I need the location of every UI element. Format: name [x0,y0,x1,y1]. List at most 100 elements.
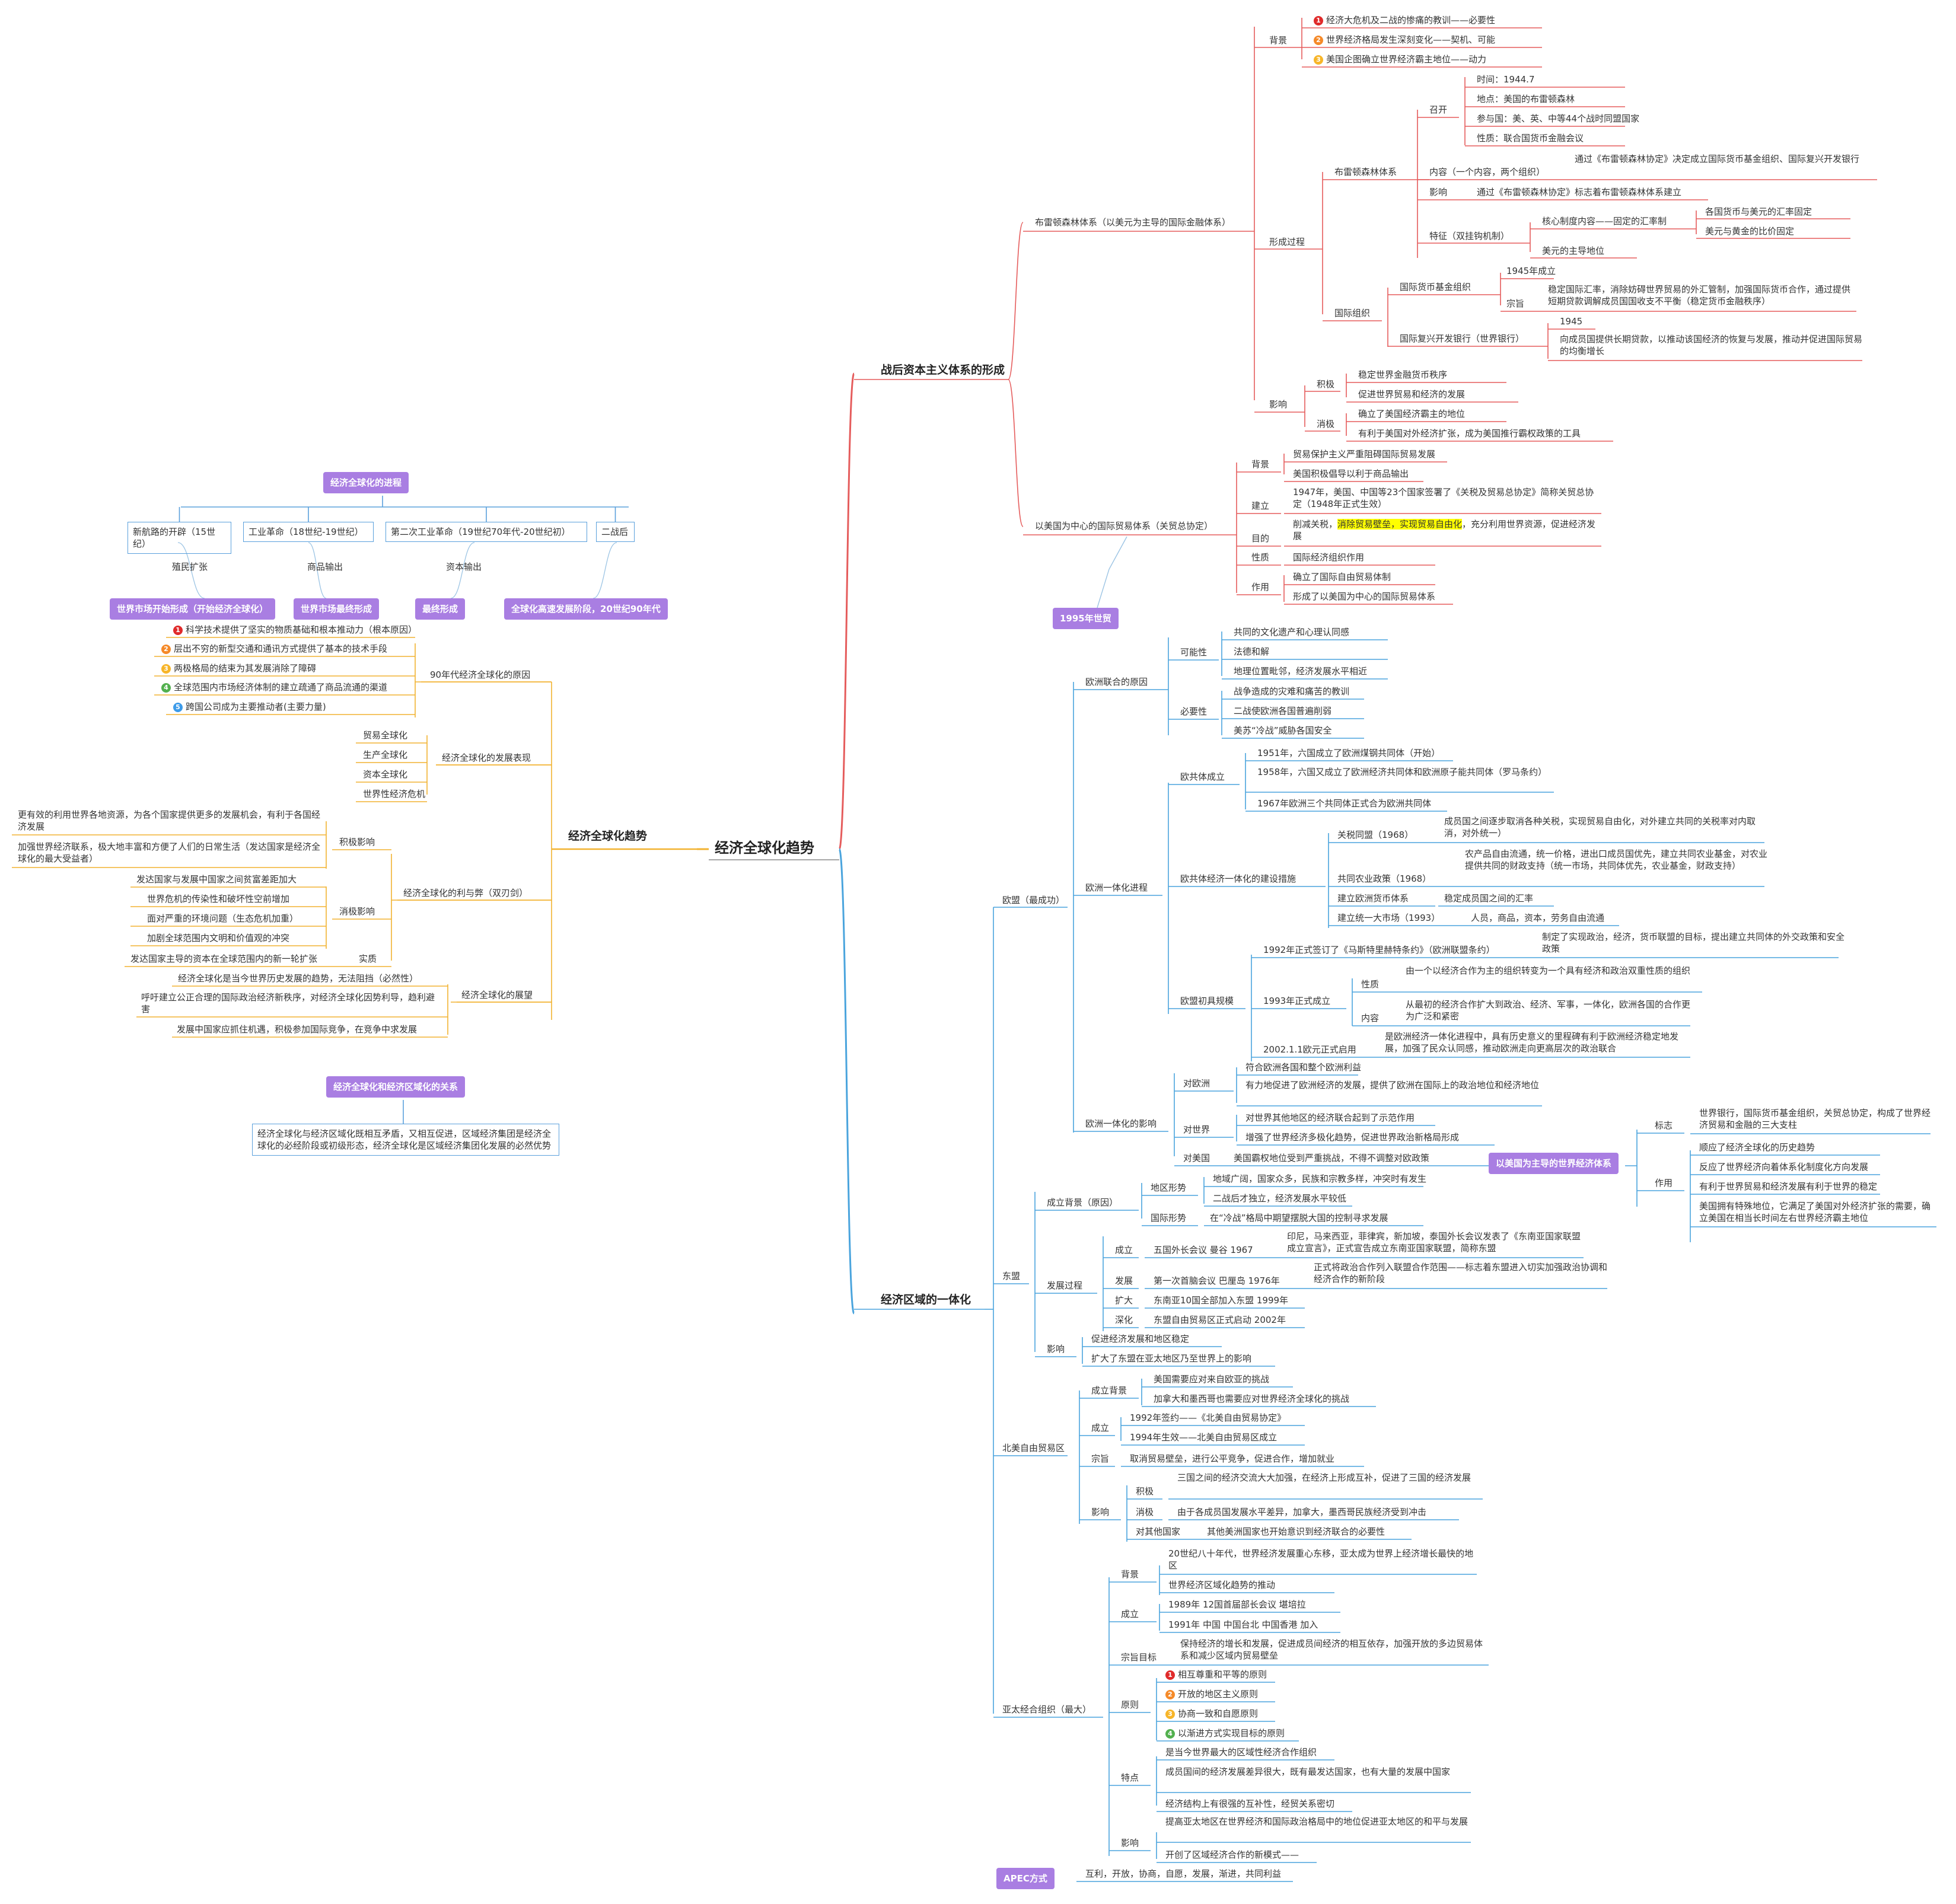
node-regional-apec-feature-items-1[interactable]: 成员国间的经济发展差异很大，既有最发达国家，也有大量的发展中国家 [1165,1766,1468,1778]
node-regional-europe-influence-world-label[interactable]: 对世界 [1183,1124,1210,1136]
node-postwar-trade-found-label[interactable]: 建立 [1251,500,1269,512]
node-regional-asean-background-intl-label[interactable]: 国际形势 [1151,1212,1186,1224]
node-regional-europe-reasons-necessary-0[interactable]: 战争造成的灾难和痛苦的教训 [1234,685,1349,697]
node-postwar-bretton-formation-orgs-wb-aim[interactable]: 向成员国提供长期贷款，以推动该国经济的恢复与发展，推动并促进国际贸易的均衡增长 [1560,333,1868,357]
node-regional-nafta-aim-label[interactable]: 宗旨 [1091,1453,1109,1465]
node-global-pros-cons-neg-0[interactable]: 发达国家与发展中国家之间贫富差距加大 [136,873,297,885]
node-regional-apec-tag-note[interactable]: 互利，开放，协商，自愿，发展，渐进，共同利益 [1085,1868,1281,1880]
node-process-notes-1[interactable]: 商品输出 [307,561,343,573]
node-regional-apec-background-items-0[interactable]: 20世纪八十年代，世界经济发展重心东移，亚太成为世界上经济增长最快的地区 [1168,1548,1477,1571]
node-postwar-bretton-formation-system-impact-text[interactable]: 通过《布雷顿森林协定》标志着布雷顿森林体系建立 [1477,186,1681,198]
node-global-pros-cons-pos-label[interactable]: 积极影响 [339,836,375,848]
node-postwar-bretton-formation-system-feature-core-items-1[interactable]: 美元与黄金的比价固定 [1705,225,1794,237]
node-postwar-trade-background-items-0[interactable]: 贸易保护主义严重阻碍国际贸易发展 [1293,448,1435,460]
process-result-2[interactable]: 最终形成 [415,598,466,620]
node-postwar-bretton-formation-orgs-wb-year[interactable]: 1945 [1560,315,1582,327]
node-regional-europe-reasons-necessary-1[interactable]: 二战使欧洲各国普遍削弱 [1234,705,1331,717]
tag-apec-way[interactable]: APEC方式 [996,1868,1055,1889]
node-postwar-bretton-formation-orgs-wb-label[interactable]: 国际复兴开发银行（世界银行） [1400,333,1524,345]
node-regional-europe-process-eu-maastricht-note[interactable]: 制定了实现政治，经济，货币联盟的目标，提出建立共同体的外交政策和安全政策 [1542,931,1844,955]
node-regional-europe-process-eu-label[interactable]: 欧盟初具规模 [1180,995,1234,1007]
node-regional-nafta-effect-other-label[interactable]: 对其他国家 [1136,1526,1180,1538]
node-global-forms-items-0[interactable]: 贸易全球化 [363,729,407,741]
process-stage-0[interactable]: 新航路的开辟（15世纪） [128,522,231,554]
node-regional-us-system-role-3[interactable]: 美国拥有特殊地位，它满足了美国对外经济扩张的需要，确立美国在相当长时间左右世界经… [1699,1200,1936,1224]
node-regional-apec-found-items-0[interactable]: 1989年 12国首届部长会议 堪培拉 [1168,1599,1306,1610]
node-global-pros-cons-essence-label[interactable]: 实质 [359,953,377,965]
node-regional-us-system-role-label[interactable]: 作用 [1655,1177,1673,1189]
node-regional-asean-effect-items-1[interactable]: 扩大了东盟在亚太地区乃至世界上的影响 [1091,1353,1251,1364]
node-regional-asean-background-geo-1[interactable]: 二战后才独立，经济发展水平较低 [1213,1192,1346,1204]
process-result-1[interactable]: 世界市场最终形成 [294,598,380,620]
node-postwar-bretton-formation-orgs-imf-aim-label[interactable]: 宗旨 [1506,298,1524,310]
main-topic-globalization[interactable]: 经济全球化趋势 [568,829,647,843]
node-global-pros-cons-pos-0[interactable]: 更有效的利用世界各地资源，为各个国家提供更多的发展机会，有利于各国经济发展 [18,809,326,833]
node-regional-europe-process-eu-nature[interactable]: 由一个以经济合作为主的组织转变为一个具有经济和政治双重性质的组织 [1406,965,1702,977]
node-regional-europe-influence-us-0[interactable]: 美国霸权地位受到严重挑战，不得不调整对欧政策 [1234,1152,1429,1164]
node-regional-europe-process-steps-label[interactable]: 欧共体经济一体化的建设措施 [1180,873,1296,885]
node-regional-asean-process-found-note[interactable]: 印尼，马来西亚，菲律宾，新加坡，泰国外长会议发表了《东南亚国家联盟成立宣言》，正… [1287,1230,1584,1254]
node-global-pros-cons-neg-label[interactable]: 消极影响 [339,905,375,917]
node-global-forms-items-1[interactable]: 生产全球化 [363,749,407,761]
node-global-outlook-items-1[interactable]: 呼吁建立公正合理的国际政治经济新秩序，对经济全球化因势利导，趋利避害 [141,991,438,1015]
node-regional-apec-feature-items-2[interactable]: 经济结构上有很强的互补性，经贸关系密切 [1165,1798,1334,1810]
node-postwar-bretton-effect-neg-0[interactable]: 确立了美国经济霸主的地位 [1358,408,1465,420]
relation-text-box[interactable]: 经济全球化与经济区域化既相互矛盾，又相互促进，区域经济集团是经济全球化的必经阶段… [252,1124,559,1156]
node-postwar-bretton-effect-pos-1[interactable]: 促进世界贸易和经济的发展 [1358,388,1465,400]
node-regional-europe-process-eu-maastricht[interactable]: 1992年正式签订了《马斯特里赫特条约》（欧洲联盟条约） [1263,944,1495,956]
node-regional-europe-process-eu-euro-note[interactable]: 是欧洲经济一体化进程中，具有历史意义的里程碑有利于欧洲经济稳定地发展，加强了民众… [1385,1031,1693,1054]
node-regional-europe-influence-world-1[interactable]: 增强了世界经济多极化趋势，促进世界政治新格局形成 [1245,1131,1459,1143]
node-regional-europe-process-ec-items-2[interactable]: 1967年欧洲三个共同体正式合为欧洲共同体 [1257,798,1431,809]
node-regional-asean-process-found-label[interactable]: 成立 [1115,1244,1133,1256]
node-regional-europe-process-steps-market-label[interactable]: 建立统一大市场（1993） [1337,912,1440,924]
node-regional-asean-process-dev-note[interactable]: 正式将政治合作列入联盟合作范围——标志着东盟进入切实加强政治协调和经济合作的新阶… [1314,1261,1610,1285]
node-regional-europe-process-steps-agri-label[interactable]: 共同农业政策（1968） [1337,873,1431,885]
root-topic[interactable]: 经济全球化趋势 [715,839,814,857]
node-regional-apec-background-items-1[interactable]: 世界经济区域化趋势的推动 [1168,1579,1275,1591]
node-regional-asean-background-intl[interactable]: 在“冷战”格局中期望摆脱大国的控制寻求发展 [1210,1212,1388,1224]
node-regional-europe-process-eu-content-label[interactable]: 内容 [1361,1012,1379,1024]
node-postwar-bretton-formation-system-convene-items-2[interactable]: 参与国：美、英、中等44个战时同盟国家 [1477,113,1639,125]
node-postwar-bretton-formation-system-feature-core-items-0[interactable]: 各国货币与美元的汇率固定 [1705,206,1812,218]
node-regional-europe-process-steps-customs-text[interactable]: 成员国之间逐步取消各种关税，实现贸易自由化，对外建立共同的关税率对内取消，对外统… [1444,815,1764,839]
node-global-pros-cons-label[interactable]: 经济全球化的利与弊（双刃剑） [403,887,528,899]
node-regional-asean-process-dev[interactable]: 第一次首脑会议 巴厘岛 1976年 [1154,1275,1280,1287]
node-global-forms-items-2[interactable]: 资本全球化 [363,768,407,780]
node-regional-asean-background-geo-0[interactable]: 地域广阔，国家众多，民族和宗教多样，冲突时有发生 [1213,1173,1426,1185]
node-postwar-bretton-formation-system-convene-items-3[interactable]: 性质：联合国货币金融会议 [1477,132,1584,144]
node-regional-europe-reasons-label[interactable]: 欧洲联合的原因 [1085,676,1148,688]
node-postwar-bretton-effect-neg-label[interactable]: 消极 [1317,418,1334,430]
node-regional-europe-influence-world-0[interactable]: 对世界其他地区的经济联合起到了示范作用 [1245,1112,1415,1124]
node-postwar-bretton-formation-label[interactable]: 形成过程 [1269,236,1305,248]
node-regional-europe-process-eu-nature-label[interactable]: 性质 [1361,978,1379,990]
node-postwar-bretton-formation-system-feature-core[interactable]: 核心制度内容——固定的汇率制 [1542,215,1667,227]
node-regional-nafta-effect-label[interactable]: 影响 [1091,1506,1109,1518]
node-regional-europe-process-ec-label[interactable]: 欧共体成立 [1180,771,1225,783]
node-regional-asean-process-deep-label[interactable]: 深化 [1115,1314,1133,1326]
node-regional-asean-effect-items-0[interactable]: 促进经济发展和地区稳定 [1091,1333,1189,1345]
tag-1995-wto[interactable]: 1995年世贸 [1053,608,1119,629]
node-global-forms-items-3[interactable]: 世界性经济危机 [363,788,425,800]
node-regional-europe-reasons-necessary-2[interactable]: 美苏“冷战”威胁各国安全 [1234,725,1332,736]
main-topic-regional[interactable]: 经济区域的一体化 [881,1293,971,1307]
node-postwar-bretton-formation-system-convene-items-0[interactable]: 时间：1944.7 [1477,74,1535,85]
node-postwar-trade-role-items-1[interactable]: 形成了以美国为中心的国际贸易体系 [1293,591,1435,602]
node-global-pros-cons-neg-2[interactable]: 面对严重的环境问题（生态危机加重） [147,913,298,924]
node-global-pros-cons-neg-3[interactable]: 加剧全球范围内文明和价值观的冲突 [147,932,289,944]
node-regional-asean-process-expand[interactable]: 东南亚10国全部加入东盟 1999年 [1154,1294,1288,1306]
node-regional-asean-process-found[interactable]: 五国外长会议 曼谷 1967 [1154,1244,1253,1256]
node-regional-apec-effect-items-1[interactable]: 开创了区域经济合作的新模式—— [1165,1849,1299,1861]
node-regional-apec-effect-label[interactable]: 影响 [1121,1837,1139,1849]
node-regional-us-system-sign-label[interactable]: 标志 [1655,1120,1673,1131]
node-regional-europe-influence-eu-label[interactable]: 对欧洲 [1183,1077,1210,1089]
main-topic-postwar[interactable]: 战后资本主义体系的形成 [881,363,1005,377]
node-regional-nafta-background-items-1[interactable]: 加拿大和墨西哥也需要应对世界经济全球化的挑战 [1154,1393,1349,1405]
node-regional-europe-influence-eu-0[interactable]: 符合欧洲各国和整个欧洲利益 [1245,1061,1361,1073]
bretton-woods-system[interactable]: 布雷顿森林体系（以美元为主导的国际金融体系） [1035,216,1231,228]
node-regional-us-system-sign[interactable]: 世界银行，国际货币基金组织，关贸总协定，构成了世界经济贸易和金融的三大支柱 [1699,1107,1930,1131]
node-regional-nafta-found-items-0[interactable]: 1992年签约——《北美自由贸易协定》 [1130,1412,1286,1424]
